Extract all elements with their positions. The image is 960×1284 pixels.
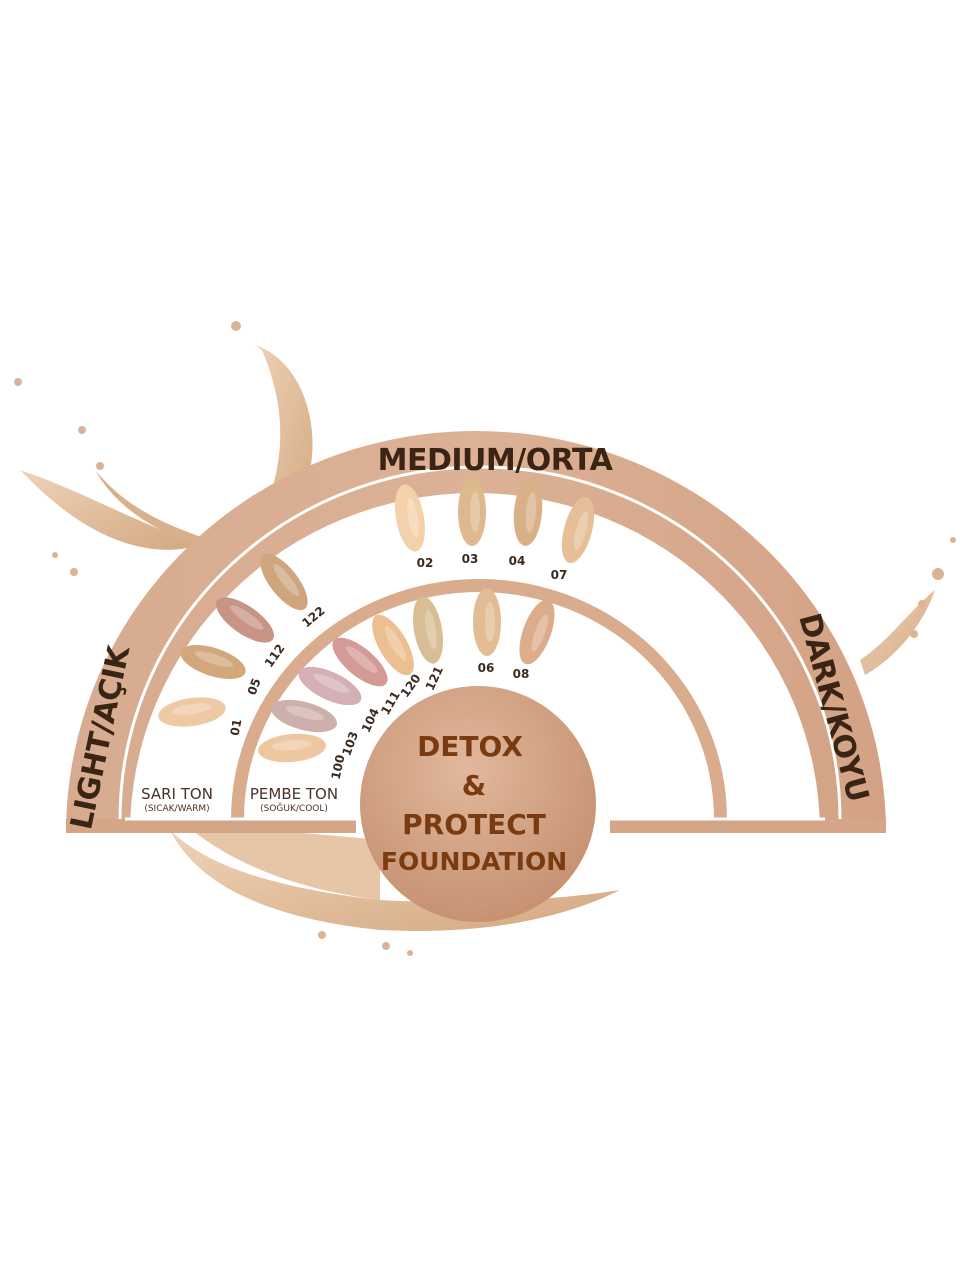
swatch-05 xyxy=(180,645,246,679)
shade-code-02: 02 xyxy=(417,556,434,570)
swatch-02 xyxy=(395,484,425,552)
shade-code-06: 06 xyxy=(478,661,495,675)
band-label-medium: MEDIUM/ORTA xyxy=(378,443,614,478)
swatch-104 xyxy=(298,666,362,706)
shade-code-03: 03 xyxy=(462,552,479,566)
shade-code-100: 100 xyxy=(329,753,348,780)
product-name-line1: DETOX xyxy=(417,730,523,763)
shade-code-07: 07 xyxy=(551,568,568,582)
swatch-highlight xyxy=(470,492,480,532)
shade-code-08: 08 xyxy=(513,667,530,681)
swatch-highlight xyxy=(285,706,325,721)
cool-tone-title: PEMBE TON xyxy=(250,785,338,803)
swatch-01 xyxy=(158,697,226,727)
shade-code-05: 05 xyxy=(245,676,264,696)
swatch-111 xyxy=(332,637,388,687)
product-name-line3: PROTECT xyxy=(402,808,546,841)
swatch-highlight xyxy=(485,602,495,642)
product-name-line2: & xyxy=(462,769,486,802)
swatch-highlight xyxy=(194,651,234,667)
shade-code-04: 04 xyxy=(509,554,526,568)
inner-arch xyxy=(231,579,886,833)
shade-code-120: 120 xyxy=(398,671,424,700)
outer-arch xyxy=(66,431,886,833)
swatch-highlight xyxy=(573,511,588,551)
swatch-highlight xyxy=(424,609,437,650)
shade-code-121: 121 xyxy=(423,664,446,693)
product-name-line4: FOUNDATION xyxy=(381,847,567,876)
swatch-highlight xyxy=(531,614,549,652)
swatch-07 xyxy=(561,496,595,564)
shade-code-01: 01 xyxy=(228,718,245,737)
swatch-highlight xyxy=(271,739,312,751)
swatch-112 xyxy=(216,597,274,643)
swatch-03 xyxy=(458,478,486,546)
swatch-122 xyxy=(260,553,308,611)
warm-tone-subtitle: (SICAK/WARM) xyxy=(144,804,209,814)
swatch-08 xyxy=(519,599,555,665)
swatch-06 xyxy=(473,588,501,656)
swatch-group xyxy=(158,478,595,763)
swatch-highlight xyxy=(171,703,212,715)
swatch-highlight xyxy=(273,564,300,597)
swatch-highlight xyxy=(346,646,378,674)
cool-tone-subtitle: (SOĞUK/COOL) xyxy=(260,802,328,814)
light-bottom-band xyxy=(66,819,356,833)
swatch-121 xyxy=(413,596,443,664)
swatch-highlight xyxy=(384,626,407,661)
swatch-highlight xyxy=(230,605,264,630)
swatch-highlight xyxy=(406,497,419,538)
swatch-103 xyxy=(270,699,338,733)
warm-tone-title: SARI TON xyxy=(141,785,213,803)
swatch-highlight xyxy=(313,673,350,693)
swatch-04 xyxy=(513,478,543,546)
shade-code-112: 112 xyxy=(262,641,288,670)
shade-code-103: 103 xyxy=(339,729,361,757)
swatch-100 xyxy=(258,733,326,763)
swatch-120 xyxy=(372,614,414,676)
product-disc: DETOX & PROTECT FOUNDATION xyxy=(360,686,596,922)
swatch-highlight xyxy=(525,492,537,533)
